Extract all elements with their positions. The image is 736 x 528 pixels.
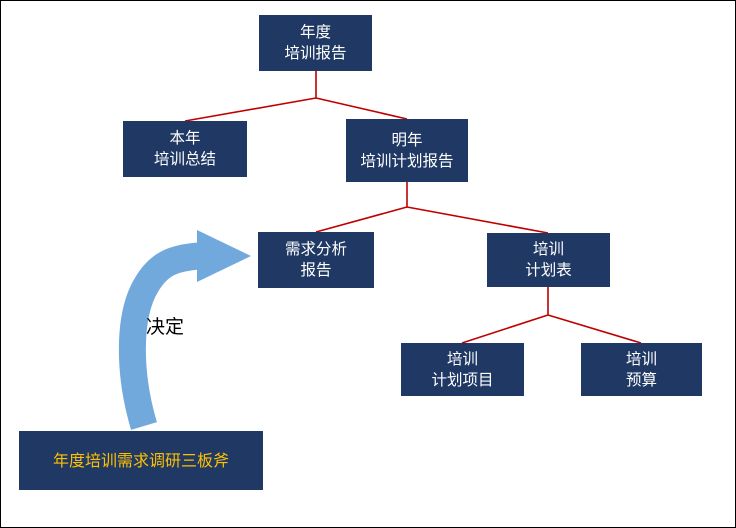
node-budget: 培训 预算 — [581, 343, 702, 396]
node-bottom-banner-label: 年度培训需求调研三板斧 — [52, 450, 229, 470]
node-demand-analysis: 需求分析 报告 — [258, 232, 374, 288]
connector-level1 — [184, 71, 408, 122]
node-annual-report: 年度 培训报告 — [259, 15, 372, 71]
node-plan-table: 培训 计划表 — [487, 233, 610, 287]
node-annual-report-label: 年度 培训报告 — [284, 23, 347, 62]
node-this-year-summary: 本年 培训总结 — [123, 121, 247, 177]
connector-level3 — [461, 287, 642, 344]
node-budget-label: 培训 预算 — [625, 349, 657, 389]
arrow-label: 决定 — [146, 316, 185, 338]
curved-arrow-head — [197, 230, 251, 282]
node-this-year-summary-label: 本年 培训总结 — [153, 129, 216, 168]
node-plan-projects: 培训 计划项目 — [401, 343, 524, 396]
connector-level2 — [315, 182, 549, 234]
node-demand-analysis-label: 需求分析 报告 — [284, 240, 347, 279]
node-bottom-banner: 年度培训需求调研三板斧 — [19, 431, 263, 490]
node-plan-table-label: 培训 计划表 — [525, 240, 572, 279]
node-next-year-plan: 明年 培训计划报告 — [346, 119, 468, 182]
node-next-year-plan-label: 明年 培训计划报告 — [360, 130, 454, 170]
curved-arrow-body — [118, 242, 201, 430]
node-plan-projects-label: 培训 计划项目 — [431, 349, 494, 389]
